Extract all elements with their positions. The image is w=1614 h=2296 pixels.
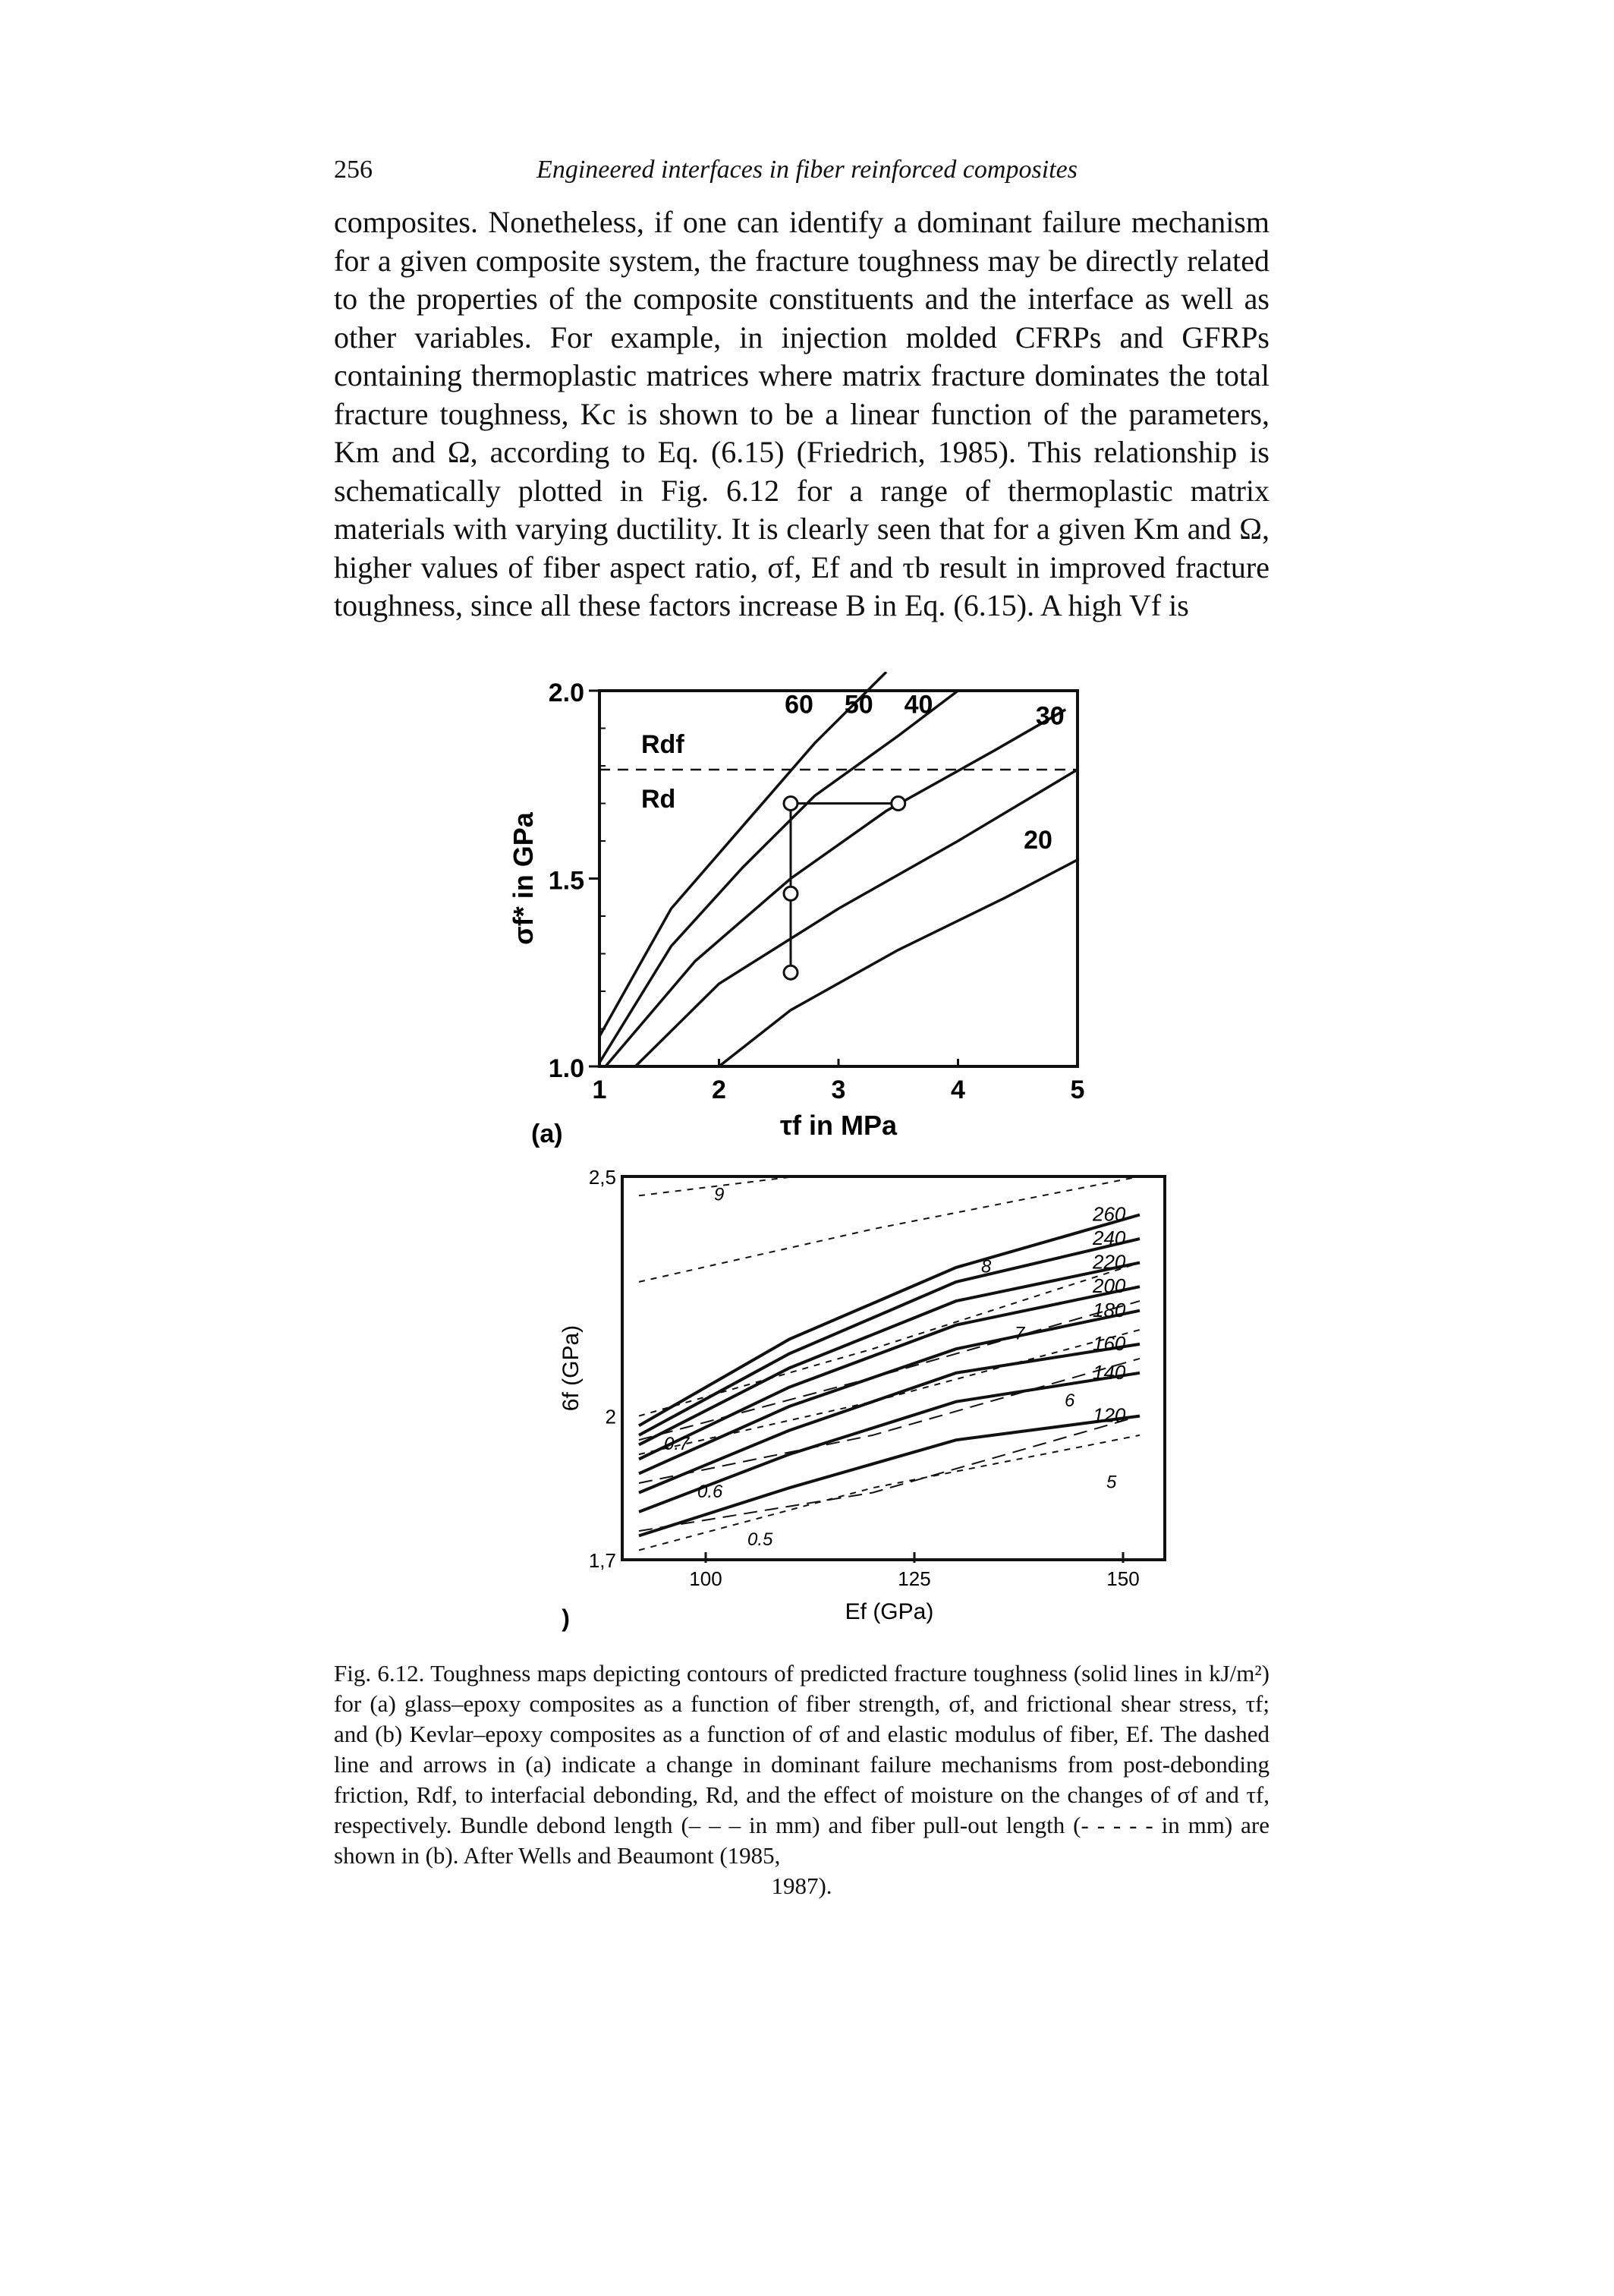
region-label-rdf: Rdf xyxy=(641,730,684,759)
contour-label-a: 30 xyxy=(1036,702,1065,731)
contour-label-a: 50 xyxy=(845,691,873,720)
pullout-label: 7 xyxy=(1015,1324,1026,1344)
page-number: 256 xyxy=(334,156,373,184)
toughness-contour-b xyxy=(638,1213,1140,1428)
y-tick-label-b: 2,5 xyxy=(589,1166,616,1189)
body-text: composites. Nonetheless, if one can iden… xyxy=(334,203,1269,625)
toughness-contour-b xyxy=(638,1371,1140,1513)
contour-label-a: 60 xyxy=(785,691,813,720)
data-marker-a xyxy=(782,964,799,981)
y-tick-label-a: 1.0 xyxy=(549,1054,584,1083)
x-tick-label-b: 125 xyxy=(898,1567,930,1590)
figure-b: 1,7 2 2,5 100 125 150 Ef (GPa) 6f (GPa) (b) 26024… xyxy=(562,1166,1166,1632)
contour-label-b: 240 xyxy=(1092,1227,1126,1249)
contour-label-b: 160 xyxy=(1093,1332,1126,1355)
debond-label: 0.7 xyxy=(664,1434,691,1454)
x-tick-label-a: 4 xyxy=(951,1076,965,1104)
toughness-contour-a xyxy=(634,768,1078,1068)
data-marker-a xyxy=(782,795,799,811)
y-tick-label-b: 1,7 xyxy=(589,1549,616,1572)
caption-text-end: 1987). xyxy=(771,1872,832,1899)
debond-length-line xyxy=(638,1357,1140,1484)
debond-label: 0.6 xyxy=(697,1482,723,1502)
debond-length-line xyxy=(638,1415,1140,1532)
x-tick-label-a: 3 xyxy=(832,1076,846,1104)
y-tick-label-a: 1.5 xyxy=(549,867,584,896)
x-tick-label-a: 1 xyxy=(593,1076,607,1104)
figure-caption: Fig. 6.12. Toughness maps depicting cont… xyxy=(334,1658,1269,1901)
figure-a: 1.0 1.5 2.0 1 2 3 4 5 τf in MPa σf* in GPa (a) RdfR… xyxy=(508,672,1085,1148)
x-tick-label-a: 5 xyxy=(1071,1076,1085,1104)
toughness-contour-a xyxy=(598,672,888,1038)
x-tick-label-b: 100 xyxy=(689,1567,722,1590)
toughness-contour-b xyxy=(638,1285,1140,1461)
pullout-label: 8 xyxy=(981,1256,992,1277)
data-marker-a xyxy=(782,885,799,902)
contour-label-b: 180 xyxy=(1093,1299,1126,1321)
contour-label-b: 220 xyxy=(1092,1251,1126,1274)
x-axis-label-b: Ef (GPa) xyxy=(845,1599,934,1624)
pullout-length-line xyxy=(638,1176,801,1197)
contour-label-b: 140 xyxy=(1093,1361,1126,1384)
toughness-contour-b xyxy=(638,1414,1140,1538)
toughness-contour-b xyxy=(638,1261,1140,1447)
debond-length-line xyxy=(638,1300,1140,1441)
y-axis-label-b: 6f (GPa) xyxy=(562,1325,584,1411)
x-tick-label-a: 2 xyxy=(712,1076,726,1104)
plot-frame-b xyxy=(621,1175,1166,1561)
pullout-label: 9 xyxy=(714,1185,724,1205)
region-label-rd: Rd xyxy=(641,785,675,814)
contour-label-b: 200 xyxy=(1092,1274,1126,1297)
contour-label-a: 40 xyxy=(905,691,933,720)
y-tick-label-a: 2.0 xyxy=(549,679,584,707)
pullout-length-line xyxy=(638,1261,1140,1417)
x-axis-label-a: τf in MPa xyxy=(780,1110,898,1141)
pullout-label: 5 xyxy=(1106,1472,1117,1492)
debond-label: 0.5 xyxy=(747,1529,773,1550)
running-head: 256 Engineered interfaces in fiber reinf… xyxy=(0,156,1614,194)
toughness-contour-a xyxy=(604,708,1067,1068)
y-tick-label-b: 2 xyxy=(606,1406,616,1428)
contour-label-b: 120 xyxy=(1093,1404,1126,1427)
running-title: Engineered interfaces in fiber reinforce… xyxy=(536,156,1078,184)
toughness-contour-b xyxy=(638,1342,1140,1494)
data-marker-a xyxy=(890,795,907,811)
body-paragraph: composites. Nonetheless, if one can iden… xyxy=(334,205,1269,622)
y-axis-label-a: σf* in GPa xyxy=(508,811,539,945)
panel-label-b: (b) xyxy=(562,1605,570,1632)
toughness-contour-a xyxy=(718,858,1078,1068)
x-tick-label-b: 150 xyxy=(1106,1567,1139,1590)
pullout-label: 6 xyxy=(1065,1391,1075,1411)
toughness-contour-a xyxy=(598,689,959,1063)
panel-label-a: (a) xyxy=(531,1120,563,1148)
contour-label-a: 20 xyxy=(1024,826,1052,855)
caption-text: Fig. 6.12. Toughness maps depicting cont… xyxy=(334,1660,1269,1869)
contour-label-b: 260 xyxy=(1092,1203,1126,1226)
